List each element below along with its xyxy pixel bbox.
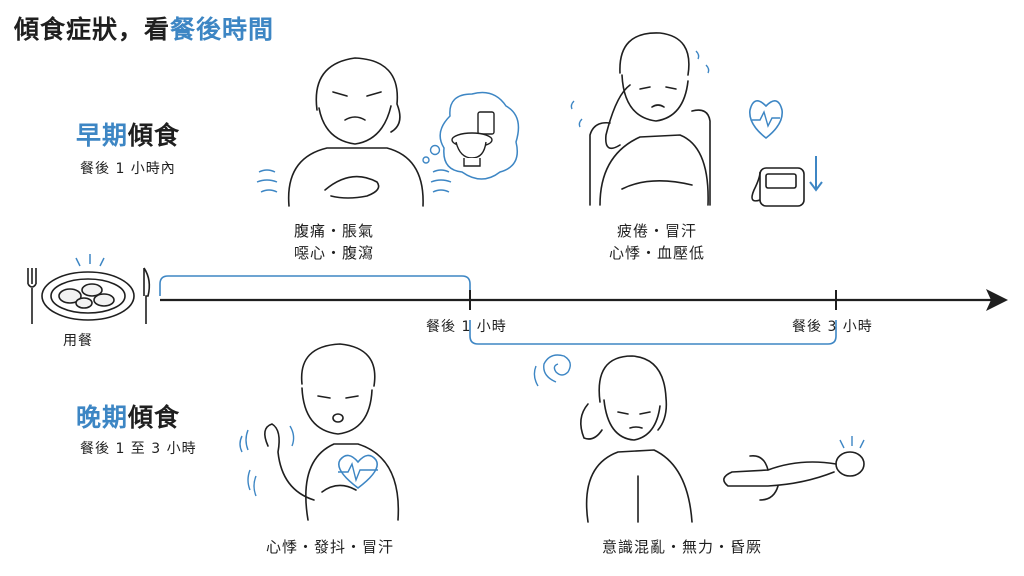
early-digestive-symptoms: 腹痛・脹氣 噁心・腹瀉: [276, 220, 392, 264]
fatigue-illustration: [570, 32, 711, 206]
palpitations-illustration: [239, 343, 400, 521]
tick-1-label: 餐後 1 小時: [426, 319, 507, 335]
symptom-line-1: 疲倦・冒汗: [616, 222, 697, 240]
early-heading: 早期傾食: [76, 116, 180, 152]
knife-icon: [143, 267, 151, 324]
stomach-ache-illustration: [256, 57, 452, 207]
plate-icon: [41, 271, 135, 321]
symptom-line-2: 心悸・血壓低: [608, 244, 705, 262]
late-heading: 晚期傾食: [76, 398, 180, 434]
page-title: 傾食症狀，看餐後時間: [14, 10, 274, 46]
title-highlight: 餐後時間: [170, 15, 275, 44]
timeline-arrowhead: [986, 289, 1008, 311]
steam-marks: [75, 254, 105, 267]
late-severe-symptoms: 意識混亂・無力・昏厥: [601, 538, 762, 556]
late-heading-rest: 傾食: [128, 403, 181, 432]
fork-icon: [27, 268, 37, 324]
symptom-line-2: 噁心・腹瀉: [293, 244, 374, 262]
vitals-icons: [749, 100, 823, 207]
meal-label: 用餐: [63, 333, 93, 349]
late-bracket: [469, 320, 837, 345]
meal-illustration: [27, 254, 151, 324]
early-bracket: [159, 275, 471, 296]
late-subtitle: 餐後 1 至 3 小時: [80, 441, 197, 457]
late-heading-highlight: 晚期: [76, 403, 129, 432]
down-arrow-icon: [809, 156, 823, 192]
chest-heart: [338, 454, 378, 490]
title-prefix: 傾食症狀，看: [14, 15, 171, 44]
blood-pressure-monitor-icon: [751, 167, 805, 207]
early-subtitle: 餐後 1 小時內: [80, 161, 176, 177]
early-circulatory-symptoms: 疲倦・冒汗 心悸・血壓低: [590, 220, 724, 264]
toilet-icon: [451, 111, 495, 167]
late-heart-symptoms: 心悸・發抖・冒汗: [265, 538, 394, 556]
symptom-line-1: 腹痛・脹氣: [293, 222, 374, 240]
dizzy-swirl-icon: [533, 354, 571, 387]
tick-3-label: 餐後 3 小時: [792, 319, 873, 335]
confusion-fainting-illustration: [533, 354, 865, 523]
early-heading-rest: 傾食: [128, 121, 181, 150]
toilet-thought-bubble: [422, 91, 520, 180]
heart-monitor-icon: [749, 100, 783, 140]
early-heading-highlight: 早期: [76, 121, 129, 150]
